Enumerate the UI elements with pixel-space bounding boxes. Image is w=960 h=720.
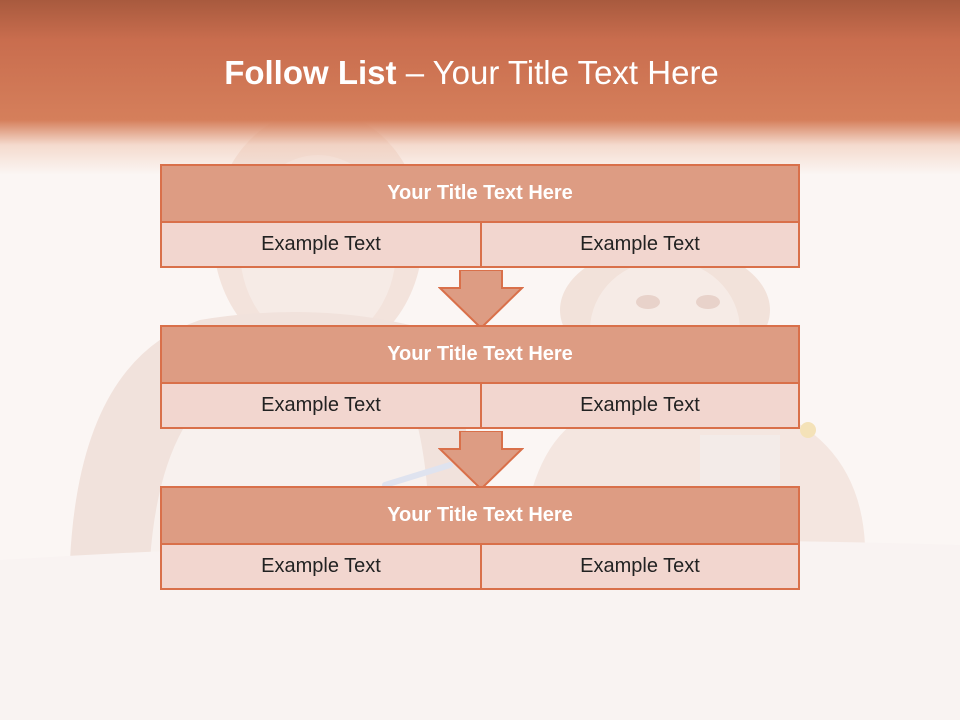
block-title: Your Title Text Here — [162, 327, 798, 384]
block-cell-right: Example Text — [580, 233, 700, 255]
slide-title: Follow List – Your Title Text Here — [0, 54, 943, 92]
block-title: Your Title Text Here — [162, 166, 798, 223]
slide-title-rest: – Your Title Text Here — [405, 54, 719, 91]
block-cell-right: Example Text — [580, 555, 700, 577]
down-arrow-icon — [438, 270, 524, 330]
block-title: Your Title Text Here — [162, 488, 798, 545]
block-cell-left: Example Text — [162, 223, 482, 266]
list-block-3: Your Title Text Here Example Text Exampl… — [160, 486, 800, 590]
list-block-1: Your Title Text Here Example Text Exampl… — [160, 164, 800, 268]
slide-title-bold: Follow List — [224, 54, 397, 91]
title-bar — [0, 0, 960, 175]
block-cell-left: Example Text — [162, 545, 482, 588]
block-cell-left: Example Text — [162, 384, 482, 427]
block-cell-right: Example Text — [580, 394, 700, 416]
down-arrow-icon — [438, 431, 524, 491]
list-block-2: Your Title Text Here Example Text Exampl… — [160, 325, 800, 429]
